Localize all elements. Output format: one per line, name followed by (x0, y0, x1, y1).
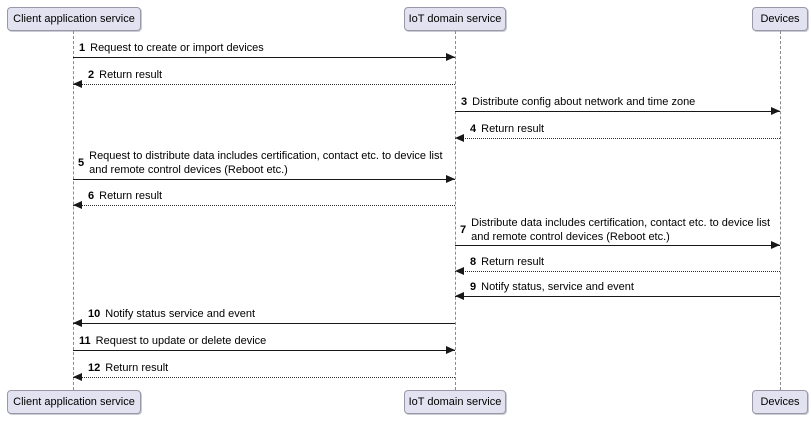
message-12-label: 12 Return result (88, 361, 168, 375)
message-number: 12 (88, 362, 101, 374)
message-9-label: 9 Notify status, service and event (470, 280, 634, 294)
message-number: 1 (79, 42, 86, 54)
participant-label: Devices (760, 396, 800, 408)
participant-iot-top: IoT domain service (404, 7, 506, 31)
message-number: 5 (78, 157, 85, 169)
message-number: 7 (460, 224, 467, 236)
message-10-label: 10 Notify status service and event (88, 307, 255, 321)
message-8-arrow (455, 267, 780, 275)
message-5-label: 5 Request to distribute data includes cer… (78, 149, 443, 177)
lifeline-client-application-service (72, 31, 74, 390)
participant-label: Devices (760, 13, 800, 25)
message-text: Distribute config about network and time… (472, 96, 696, 108)
message-number: 3 (461, 96, 468, 108)
message-text: Notify status, service and event (481, 281, 634, 293)
message-text: Request to distribute data includes cert… (89, 150, 443, 176)
message-text: Distribute data includes certification, … (471, 217, 771, 243)
participant-label: IoT domain service (408, 396, 502, 408)
message-4-label: 4 Return result (470, 122, 544, 136)
message-number: 9 (470, 281, 477, 293)
message-1-label: 1 Request to create or import devices (79, 41, 264, 55)
message-number: 2 (88, 69, 95, 81)
message-1-arrow (73, 53, 455, 61)
message-3-arrow (455, 107, 780, 115)
message-5-arrow (73, 175, 455, 183)
message-8-label: 8 Return result (470, 255, 544, 269)
participant-label: Client application service (13, 396, 135, 408)
message-9-arrow (455, 292, 780, 300)
message-text: Return result (99, 190, 163, 202)
message-11-arrow (73, 346, 455, 354)
message-number: 10 (88, 308, 101, 320)
participant-devices-top: Devices (752, 7, 808, 31)
message-2-arrow (73, 80, 455, 88)
participant-client-top: Client application service (7, 7, 141, 31)
message-6-arrow (73, 201, 455, 209)
participant-devices-bottom: Devices (752, 390, 808, 414)
message-2-label: 2 Return result (88, 68, 162, 82)
message-text: Return result (481, 123, 545, 135)
message-11-label: 11 Request to update or delete device (79, 334, 266, 348)
message-number: 8 (470, 256, 477, 268)
message-7-arrow (455, 241, 780, 249)
message-text: Request to update or delete device (95, 335, 267, 347)
lifeline-iot-domain-service (454, 31, 456, 390)
participant-label: Client application service (13, 13, 135, 25)
participant-client-bottom: Client application service (7, 390, 141, 414)
lifeline-devices (779, 31, 781, 390)
message-number: 11 (79, 335, 91, 347)
participant-iot-bottom: IoT domain service (404, 390, 506, 414)
participant-label: IoT domain service (408, 13, 502, 25)
message-10-arrow (73, 319, 455, 327)
message-3-label: 3 Distribute config about network and tim… (461, 95, 695, 109)
message-7-label: 7 Distribute data includes certification,… (460, 216, 770, 244)
message-text: Notify status service and event (105, 308, 256, 320)
message-number: 6 (88, 190, 95, 202)
message-4-arrow (455, 134, 780, 142)
message-text: Request to create or import devices (90, 42, 264, 54)
message-12-arrow (73, 373, 455, 381)
message-number: 4 (470, 123, 477, 135)
message-6-label: 6 Return result (88, 189, 162, 203)
message-text: Return result (105, 362, 169, 374)
message-text: Return result (481, 256, 545, 268)
message-text: Return result (99, 69, 163, 81)
